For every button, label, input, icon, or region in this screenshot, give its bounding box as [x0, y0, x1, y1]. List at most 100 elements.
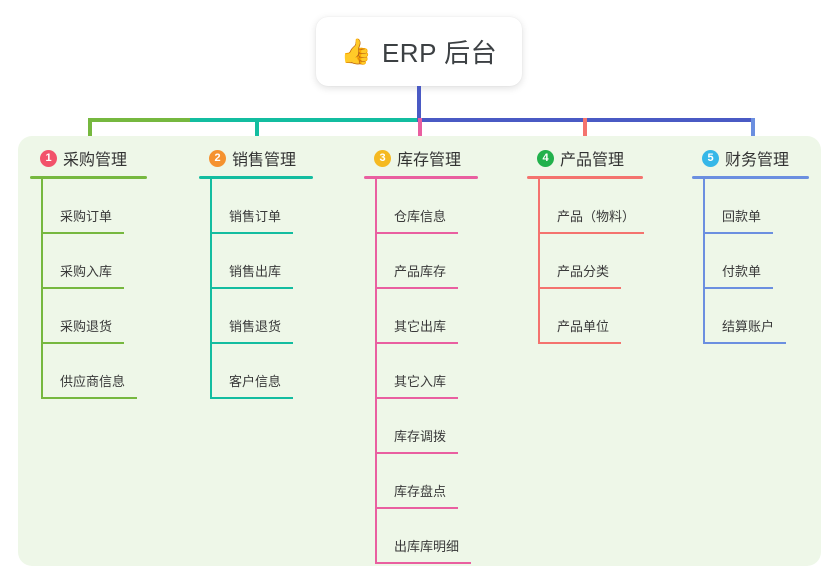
- branch-item-list: 回款单付款单结算账户: [692, 179, 809, 344]
- branch-column-1[interactable]: 1 采购管理采购订单采购入库采购退货供应商信息: [30, 146, 147, 399]
- branch-item-label: 付款单: [722, 264, 762, 279]
- branch-column-4[interactable]: 4 产品管理产品（物料） 产品分类产品单位: [527, 146, 644, 344]
- branch-item-label: 销售订单: [229, 209, 282, 224]
- branch-item-label: 采购订单: [60, 209, 113, 224]
- branch-header-rule: [199, 176, 313, 179]
- diagram-panel: [18, 136, 821, 566]
- branch-item-label: 其它出库: [394, 319, 447, 334]
- branch-item-label: 采购退货: [60, 319, 113, 334]
- branch-item-label: 产品分类: [557, 264, 610, 279]
- branch-header-rule: [527, 176, 643, 179]
- branch-item[interactable]: 产品（物料）: [527, 179, 644, 234]
- branch-item-rule: [538, 342, 621, 344]
- branch-spine: [538, 179, 540, 344]
- branch-spine: [375, 179, 377, 564]
- branch-item[interactable]: 采购订单: [30, 179, 147, 234]
- branch-item[interactable]: 销售退货: [199, 289, 313, 344]
- root-node-erp-backend[interactable]: 👍 ERP 后台: [316, 17, 522, 86]
- branch-item-rule: [210, 232, 293, 234]
- branch-item-label: 出库库明细: [394, 539, 460, 554]
- branch-item-rule: [703, 287, 773, 289]
- branch-spine: [41, 179, 43, 399]
- branch-item-rule: [210, 397, 293, 399]
- branch-title: 销售管理: [232, 152, 297, 169]
- branch-item-rule: [210, 287, 293, 289]
- branch-item-list: 采购订单采购入库采购退货供应商信息: [30, 179, 147, 399]
- branch-item-label: 回款单: [722, 209, 762, 224]
- branch-item-rule: [375, 232, 458, 234]
- branch-item-label: 产品（物料）: [557, 209, 636, 224]
- branch-item-rule: [538, 287, 621, 289]
- thumbs-up-icon: 👍: [340, 37, 372, 66]
- branch-column-5[interactable]: 5 财务管理回款单付款单结算账户: [692, 146, 809, 344]
- branch-item-rule: [41, 342, 124, 344]
- branch-item[interactable]: 其它入库: [364, 344, 478, 399]
- branch-item-list: 仓库信息产品库存其它出库其它入库库存调拨库存盘点出库库明细: [364, 179, 478, 564]
- branch-item[interactable]: 销售出库: [199, 234, 313, 289]
- branch-item-label: 销售出库: [229, 264, 282, 279]
- branch-item[interactable]: 库存盘点: [364, 454, 478, 509]
- branch-spine: [703, 179, 705, 344]
- branch-item-label: 仓库信息: [394, 209, 447, 224]
- branch-item[interactable]: 产品分类: [527, 234, 643, 289]
- branch-item-label: 库存盘点: [394, 484, 447, 499]
- branch-item[interactable]: 仓库信息: [364, 179, 478, 234]
- branch-item-rule: [703, 342, 786, 344]
- branch-item-rule: [375, 452, 458, 454]
- branch-item-label: 库存调拨: [394, 429, 447, 444]
- branch-item-rule: [538, 232, 644, 234]
- branch-item[interactable]: 结算账户: [692, 289, 809, 344]
- branch-item[interactable]: 销售订单: [199, 179, 313, 234]
- branch-item-rule: [375, 562, 471, 564]
- branch-item[interactable]: 产品单位: [527, 289, 643, 344]
- root-node-title: ERP 后台: [381, 38, 498, 68]
- branch-item[interactable]: 供应商信息: [30, 344, 147, 399]
- branch-item[interactable]: 付款单: [692, 234, 809, 289]
- branch-spine: [210, 179, 212, 399]
- branch-item-label: 产品库存: [394, 264, 447, 279]
- branch-item[interactable]: 客户信息: [199, 344, 313, 399]
- branch-number-badge: 4: [537, 149, 554, 167]
- branch-item-label: 客户信息: [229, 374, 282, 389]
- branch-title: 采购管理: [63, 152, 128, 169]
- branch-item-label: 销售退货: [229, 319, 282, 334]
- branch-header-1[interactable]: 1 采购管理: [30, 146, 147, 170]
- branch-item[interactable]: 回款单: [692, 179, 809, 234]
- branch-item-rule: [41, 287, 124, 289]
- branch-item-rule: [375, 507, 458, 509]
- branch-item-label: 采购入库: [60, 264, 113, 279]
- branch-number-badge: 1: [40, 149, 57, 167]
- branch-item-rule: [210, 342, 293, 344]
- branch-item[interactable]: 库存调拨: [364, 399, 478, 454]
- branch-item[interactable]: 采购退货: [30, 289, 147, 344]
- branch-item[interactable]: 其它出库: [364, 289, 478, 344]
- branch-item-list: 销售订单销售出库销售退货客户信息: [199, 179, 313, 399]
- branch-item[interactable]: 采购入库: [30, 234, 147, 289]
- branch-item-rule: [41, 397, 137, 399]
- branch-item-label: 其它入库: [394, 374, 447, 389]
- branch-header-4[interactable]: 4 产品管理: [527, 146, 643, 170]
- branch-header-rule: [364, 176, 478, 179]
- branch-item-rule: [375, 287, 458, 289]
- branch-item[interactable]: 产品库存: [364, 234, 478, 289]
- branch-item-rule: [375, 397, 458, 399]
- branch-item-rule: [375, 342, 458, 344]
- branch-header-rule: [692, 176, 809, 179]
- branch-item-label: 供应商信息: [60, 374, 126, 389]
- branch-item-label: 产品单位: [557, 319, 610, 334]
- branch-title: 财务管理: [725, 152, 790, 169]
- branch-title: 产品管理: [560, 152, 625, 169]
- branch-item-rule: [703, 232, 773, 234]
- branch-item-rule: [41, 232, 124, 234]
- branch-header-5[interactable]: 5 财务管理: [692, 146, 809, 170]
- branch-item-list: 产品（物料） 产品分类产品单位: [527, 179, 644, 344]
- branch-title: 库存管理: [397, 152, 462, 169]
- branch-number-badge: 5: [702, 149, 719, 167]
- branch-item[interactable]: 出库库明细: [364, 509, 478, 564]
- branch-header-rule: [30, 176, 147, 179]
